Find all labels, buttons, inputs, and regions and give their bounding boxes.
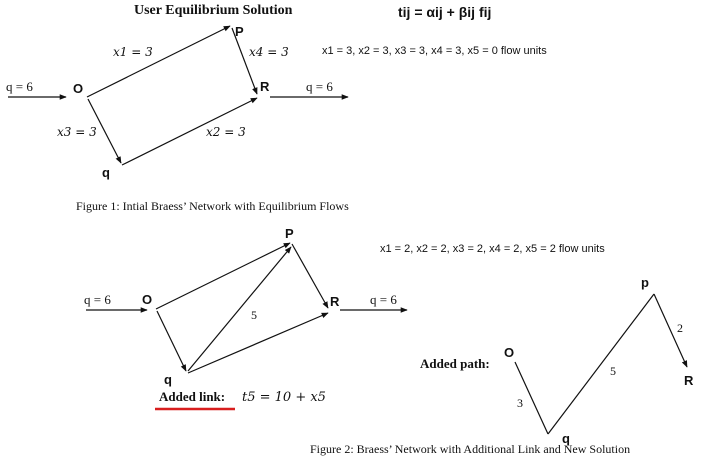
fig2-node-p: P <box>285 226 294 241</box>
fig2-node-r: R <box>330 294 340 309</box>
fig1-demand-in-label: q = 6 <box>6 79 33 94</box>
path-edge-q-p <box>547 293 655 435</box>
path-node-r: R <box>684 373 694 388</box>
fig1-edge-p-r <box>231 27 258 95</box>
fig1-edge-x3-label: x3 = 3 <box>57 125 97 139</box>
fig1-node-r: R <box>260 79 270 94</box>
fig2-flow-values: x1 = 2, x2 = 2, x3 = 2, x4 = 2, x5 = 2 f… <box>380 243 605 255</box>
fig2-caption: Figure 2: Braess’ Network with Additiona… <box>310 442 631 456</box>
fig1-edge-q-r <box>121 97 258 166</box>
path-edge-o-q <box>514 361 549 435</box>
fig1-node-o: O <box>73 81 84 96</box>
fig2-edge-p-r <box>291 243 329 309</box>
fig1-cost-formula: tij = αij + βij fij <box>398 4 492 20</box>
fig2-demand-in-label: q = 6 <box>84 292 111 307</box>
path-cost-o-q: 3 <box>517 396 523 410</box>
fig1-node-p: P <box>235 24 244 39</box>
fig2-node-q: q <box>164 372 172 387</box>
fig2-node-o: O <box>142 292 153 307</box>
path-cost-q-p: 5 <box>610 364 616 378</box>
path-cost-p-r: 2 <box>677 321 683 335</box>
fig1-node-q: q <box>102 165 110 180</box>
fig2-demand-out-label: q = 6 <box>370 292 397 307</box>
fig1-title: User Equilibrium Solution <box>134 3 293 18</box>
fig2-edge-q-r <box>187 312 329 374</box>
added-link-formula: t5 = 10 + x5 <box>242 390 326 405</box>
added-path-label: Added path: <box>420 356 490 371</box>
fig2-diagonal-cost-label: 5 <box>251 308 257 322</box>
fig1-caption: Figure 1: Intial Braess’ Network with Eq… <box>76 199 349 213</box>
path-edge-p-r <box>653 293 688 368</box>
fig1-edge-o-q <box>87 98 122 164</box>
path-node-q: q <box>562 431 570 446</box>
fig1-flow-values: x1 = 3, x2 = 3, x3 = 3, x4 = 3, x5 = 0 f… <box>322 45 547 57</box>
path-node-p: p <box>641 275 649 290</box>
fig1-edge-x1-label: x1 = 3 <box>113 45 153 59</box>
fig1-edge-x2-label: x2 = 3 <box>206 125 246 139</box>
path-node-o: O <box>504 345 515 360</box>
added-link-label: Added link: <box>159 389 226 404</box>
fig1-edge-x4-label: x4 = 3 <box>249 45 289 59</box>
fig2-edge-o-p <box>155 242 291 310</box>
fig2-edge-o-q <box>156 310 187 372</box>
fig1-demand-out-label: q = 6 <box>306 79 333 94</box>
fig1-edge-o-p <box>86 25 231 98</box>
fig2-edge-q-p <box>187 246 292 372</box>
